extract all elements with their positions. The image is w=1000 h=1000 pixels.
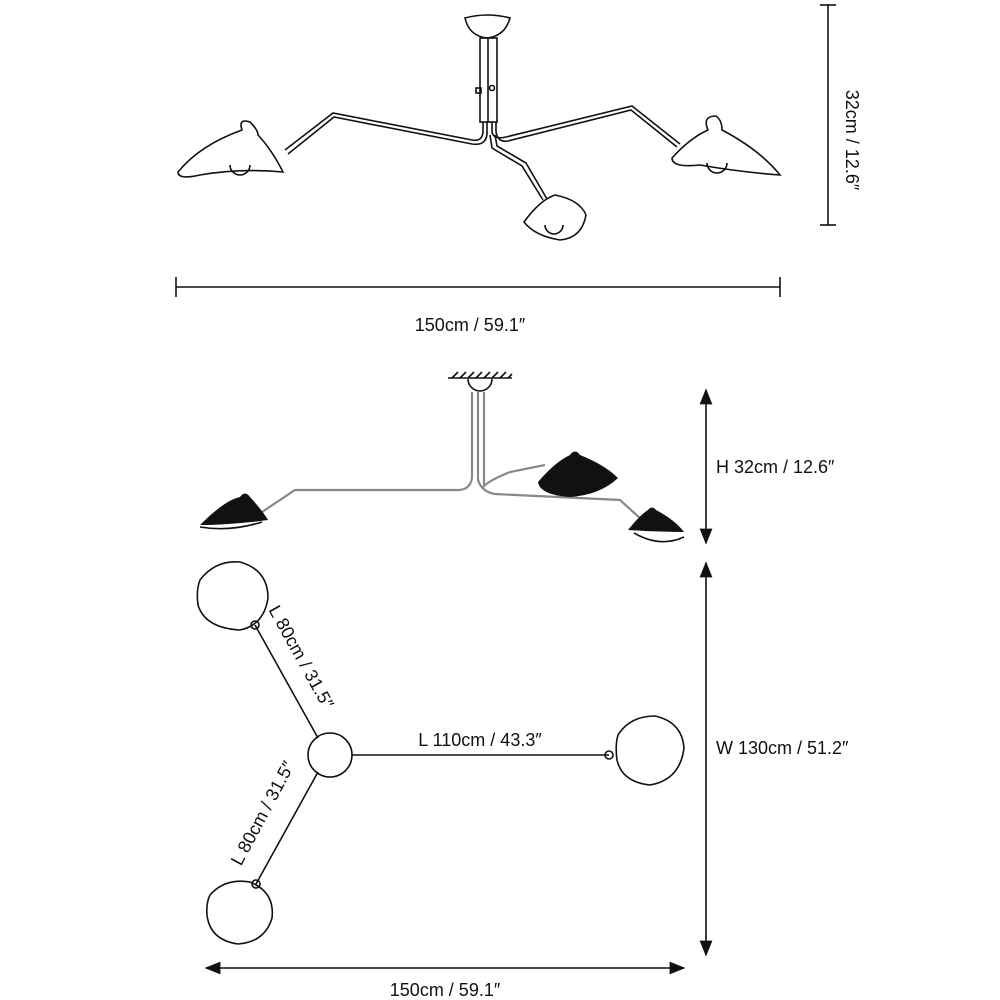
side-left-arm [261, 392, 474, 513]
top-view-lamp: L 80cm / 31.5″ L 80cm / 31.5″ L 110cm / … [196, 561, 685, 945]
left-shade [177, 120, 285, 178]
side-view-lamp [199, 371, 685, 543]
left-arm [284, 112, 484, 151]
lower-left-arm [255, 771, 319, 885]
hub [307, 732, 353, 778]
top-depth-dimension: W 130cm / 51.2″ [699, 561, 849, 957]
right-globe [615, 715, 685, 786]
side-height-label: H 32cm / 12.6″ [716, 457, 835, 477]
middle-shade [522, 194, 587, 241]
right-arm-label: L 110cm / 43.3″ [418, 730, 542, 750]
right-shade [671, 115, 782, 176]
top-width-label: 150cm / 59.1″ [390, 980, 501, 1000]
side-right-shade [628, 507, 684, 532]
upper-arm-label: L 80cm / 31.5″ [265, 602, 338, 713]
lower-arm-label: L 80cm / 31.5″ [227, 757, 299, 868]
lower-left-globe [206, 880, 274, 945]
front-height-label: 32cm / 12.6″ [842, 90, 862, 191]
front-view-lamp [177, 14, 782, 241]
front-height-dimension: 32cm / 12.6″ [820, 4, 862, 226]
canopy [464, 14, 511, 39]
upper-left-arm [254, 624, 319, 739]
side-height-dimension: H 32cm / 12.6″ [699, 388, 835, 545]
front-width-label: 150cm / 59.1″ [415, 315, 526, 335]
top-width-dimension: 150cm / 59.1″ [204, 961, 686, 1000]
front-width-dimension: 150cm / 59.1″ [175, 277, 781, 335]
top-depth-label: W 130cm / 51.2″ [716, 738, 849, 758]
side-left-shade [200, 493, 268, 525]
middle-arm [489, 134, 544, 201]
upper-left-globe [196, 561, 269, 631]
side-right-arm [476, 392, 643, 521]
side-middle-shade [538, 451, 618, 497]
